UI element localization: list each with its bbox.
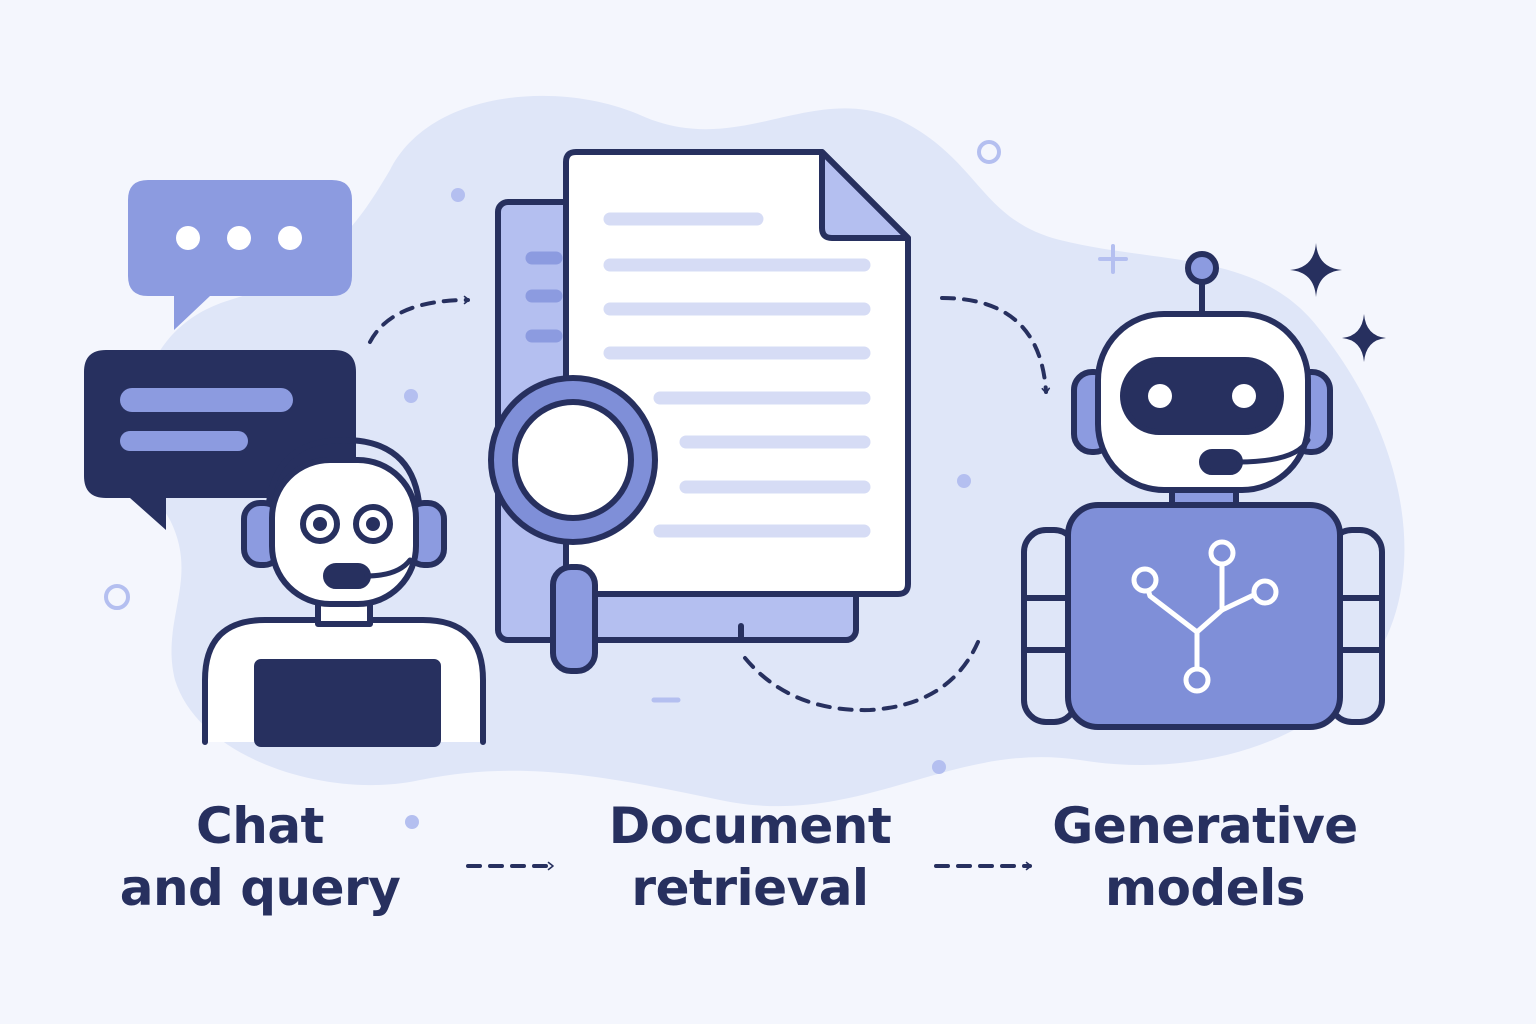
robot-eye-right	[1232, 384, 1256, 408]
dot-decoration	[404, 389, 418, 403]
doc-back-lines	[525, 251, 563, 343]
magnifier-icon	[488, 375, 658, 674]
step-label-line: and query	[119, 859, 401, 917]
step-label-line: models	[1104, 859, 1306, 917]
mic-arm	[363, 557, 413, 579]
robot-mic-arm	[1235, 437, 1311, 465]
agent-screen	[254, 659, 441, 747]
sparkle-icon	[1342, 314, 1386, 362]
step-label-line: Chat	[196, 797, 324, 855]
sparkle-icon	[1290, 243, 1342, 297]
support-agent-icon	[202, 437, 486, 747]
arrow-chat-to-doc	[368, 295, 470, 344]
arrow-return	[743, 640, 980, 713]
robot-torso	[1065, 502, 1343, 730]
dot-decoration	[405, 815, 419, 829]
robot-icon	[1021, 251, 1385, 730]
ring-decoration	[104, 584, 130, 610]
dot-decoration	[957, 474, 971, 488]
dot-decoration	[932, 760, 946, 774]
decorations	[104, 140, 1386, 829]
robot-visor	[1120, 357, 1284, 435]
robot-eye-left	[1148, 384, 1172, 408]
doc-fold	[819, 149, 911, 241]
document-search-icon	[488, 149, 911, 674]
robot-mic	[1199, 449, 1243, 475]
step-label-line: Document	[608, 797, 892, 855]
step-label-line: retrieval	[631, 859, 869, 917]
step-label-chat: Chat and query	[90, 795, 430, 919]
doc-text-lines	[603, 212, 871, 538]
headphone-band	[265, 437, 423, 523]
step-label-line: Generative	[1052, 797, 1358, 855]
magnifier-handle	[550, 564, 598, 674]
flow-arrows	[368, 295, 1051, 871]
step-label-document: Document retrieval	[580, 795, 920, 919]
magnifier-lens	[512, 399, 634, 521]
plus-decoration	[1098, 244, 1128, 274]
agent-head	[269, 457, 419, 607]
robot-antenna-tip	[1185, 251, 1219, 285]
ring-decoration	[977, 140, 1001, 164]
mic	[323, 563, 371, 589]
chat-bubble-light	[128, 180, 352, 330]
step-label-generative: Generative models	[1035, 795, 1375, 919]
network-icon	[1131, 539, 1279, 694]
arrow-doc-to-robot	[940, 296, 1051, 394]
dot-decoration	[451, 188, 465, 202]
